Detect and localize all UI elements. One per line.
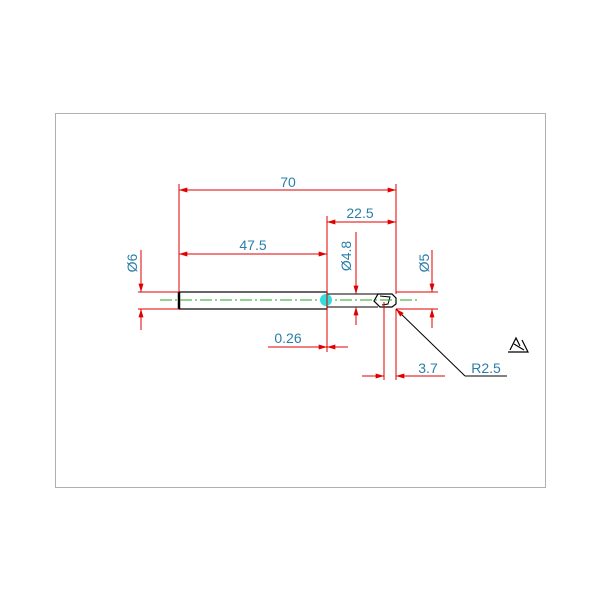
- cyan-point-marker: [320, 294, 332, 306]
- dim-shaft-diameter: Ø6: [124, 253, 140, 272]
- dim-gap: 0.26: [274, 330, 301, 346]
- dim-shaft-length: 47.5: [239, 237, 266, 253]
- dim-tip-length: 22.5: [346, 205, 373, 221]
- dim-end-offset: 3.7: [418, 360, 438, 376]
- dim-overall-length: 70: [280, 174, 296, 190]
- dim-radius: R2.5: [471, 360, 501, 376]
- extension-lines: [138, 184, 438, 380]
- drawing-frame: [55, 113, 546, 488]
- dim-tip-diameter: Ø5: [416, 253, 432, 272]
- dimension-lines: [138, 187, 507, 379]
- ucs-icon: [508, 336, 529, 353]
- dim-neck-diameter: Ø4.8: [338, 241, 354, 272]
